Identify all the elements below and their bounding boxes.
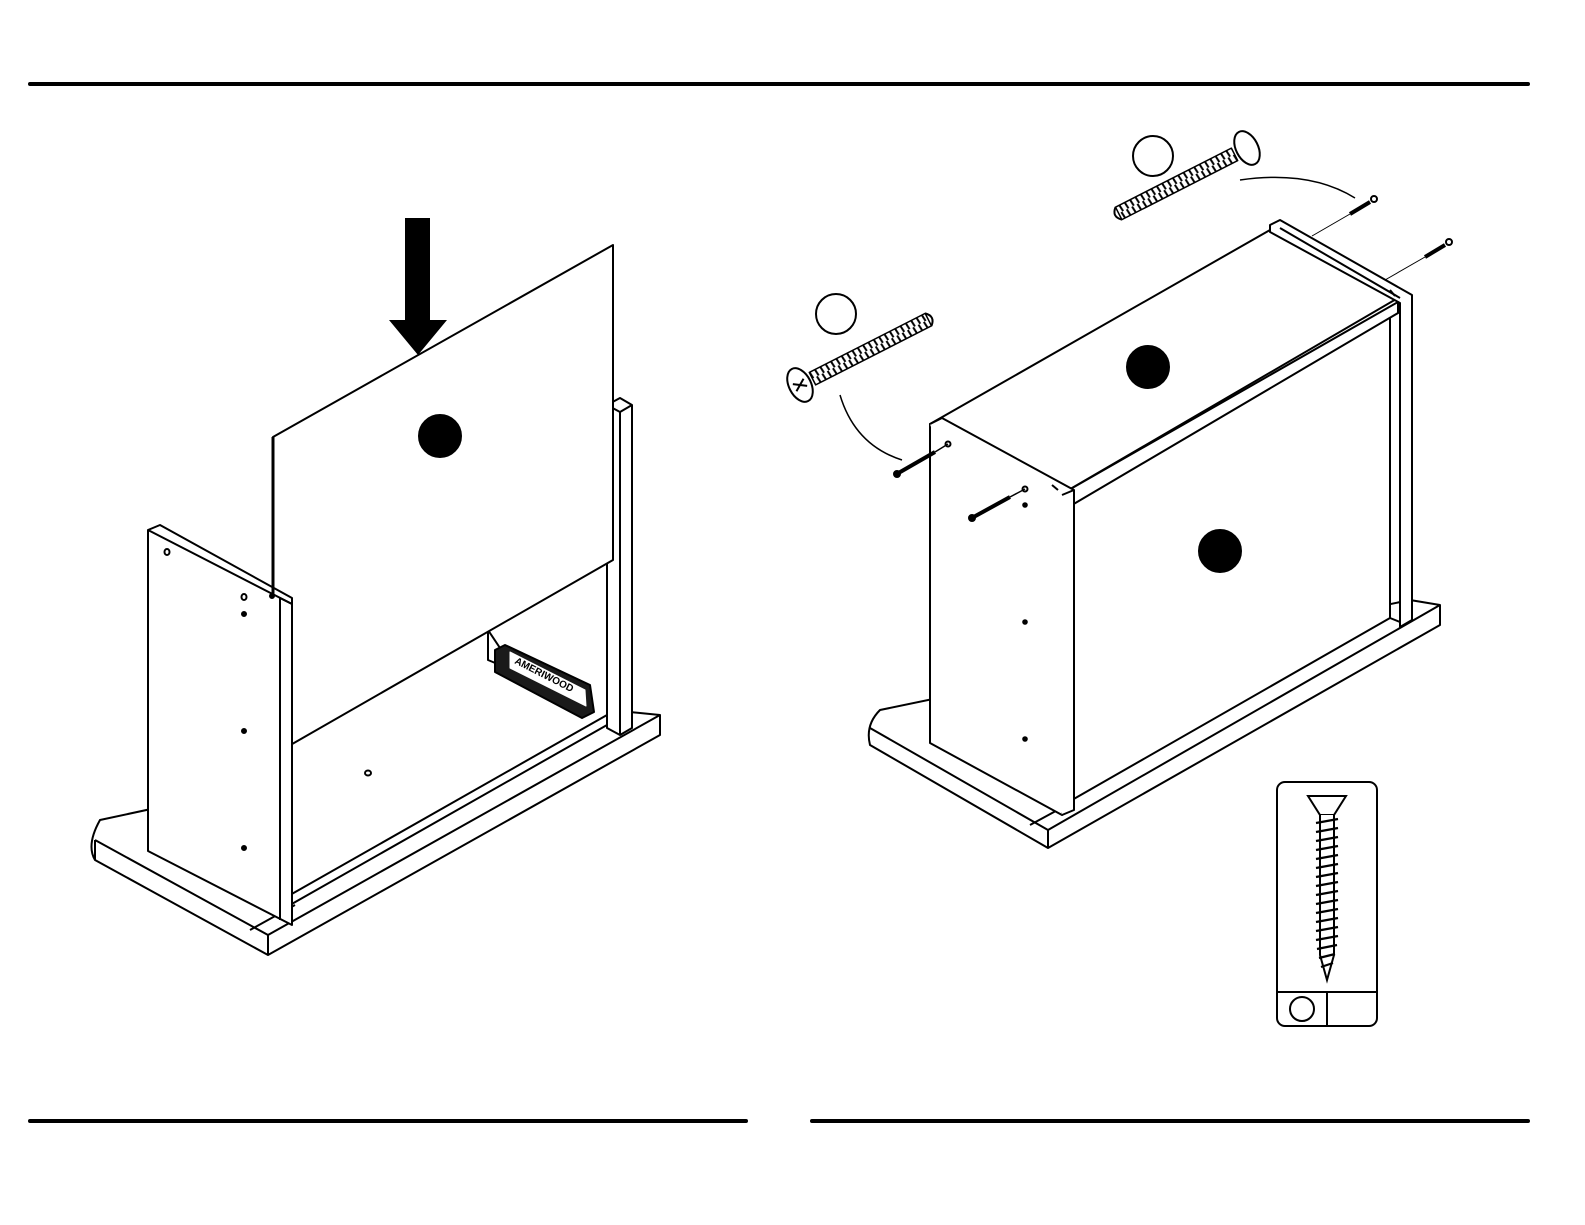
screw-inserting-rear-bottom — [1385, 239, 1452, 280]
right-step-illustration — [782, 127, 1452, 848]
panel-marker-top — [1127, 346, 1169, 388]
down-arrow-icon — [389, 218, 447, 355]
panel-marker-left — [419, 415, 461, 457]
screw-inserting-rear-top — [1312, 196, 1377, 236]
callout-leader-left — [840, 395, 902, 460]
panel-marker-back — [1199, 530, 1241, 572]
hardware-id-circle — [1290, 997, 1314, 1021]
screw-label-circle-right — [1133, 136, 1173, 176]
cabinet-side-panel — [930, 418, 1074, 815]
left-step-illustration: AMERIWOOD — [91, 218, 660, 955]
screw-label-circle-left — [816, 294, 856, 334]
screw-callout-left — [782, 294, 940, 460]
callout-leader-right — [1240, 177, 1355, 198]
screw-callout-top-right — [1107, 127, 1355, 231]
hardware-card — [1277, 782, 1377, 1026]
